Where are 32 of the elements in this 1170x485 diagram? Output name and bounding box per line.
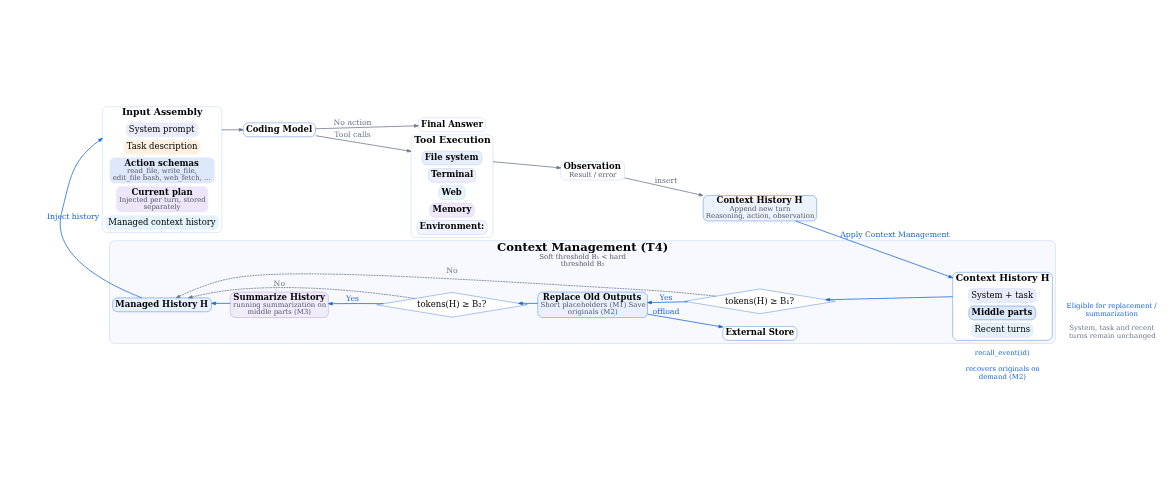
node-diamond: tokens(H) ≥ B₂? <box>376 291 528 317</box>
node-box: System + task <box>968 287 1037 303</box>
node-box: External Store <box>722 325 798 341</box>
node-diamond: tokens(H) ≥ B₁? <box>684 288 836 314</box>
node-box: Coding Model <box>243 122 316 137</box>
node-box: Environment: <box>416 219 488 235</box>
node-box: Managed History H <box>112 297 212 312</box>
arrow <box>211 301 231 305</box>
arrow <box>825 295 954 301</box>
arrow <box>647 313 724 328</box>
arrow <box>315 134 412 152</box>
node-box: Recent turns <box>971 322 1033 337</box>
node-box: Task description <box>123 139 201 154</box>
node-box: Web <box>438 185 466 200</box>
node-box: File system <box>421 150 483 165</box>
arrow <box>59 137 143 298</box>
arrow <box>624 176 704 196</box>
arrow <box>315 123 419 129</box>
node-box: System prompt <box>125 122 199 137</box>
node-box: Managed context history <box>105 214 219 230</box>
node-box: Memory <box>429 202 475 217</box>
arrow <box>647 300 688 304</box>
node-box: Final Answer <box>418 117 486 132</box>
node-box: Middle parts <box>968 305 1036 320</box>
arrow <box>187 286 416 299</box>
arrow <box>221 127 244 132</box>
arrow <box>328 301 385 305</box>
arrow <box>175 272 717 298</box>
arrow <box>795 220 954 278</box>
node-box: Terminal <box>428 167 476 183</box>
arrow <box>492 160 562 169</box>
arrow <box>518 301 539 305</box>
